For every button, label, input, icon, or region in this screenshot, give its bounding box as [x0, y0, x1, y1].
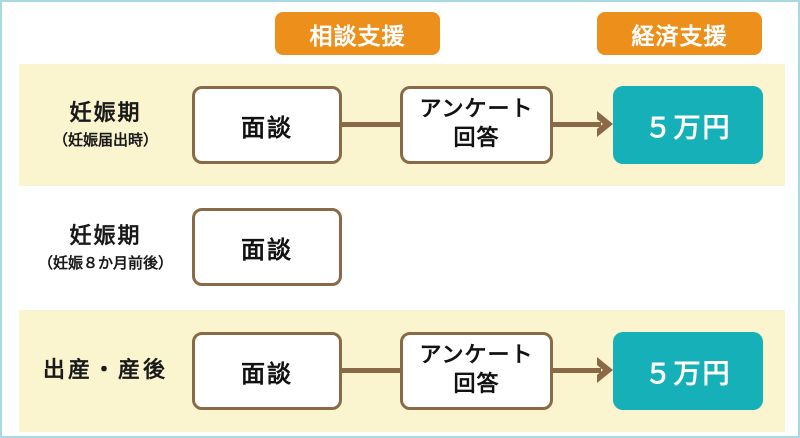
stage-label-row-1: 妊娠期 （妊娠届出時） — [19, 64, 192, 186]
stage-sub-label-row-1: （妊娠届出時） — [52, 131, 158, 150]
node-survey-line1-row-3: アンケート — [419, 343, 534, 369]
stage-main-label-row-1: 妊娠期 — [69, 100, 142, 126]
flow-row-birth-postpartum: 出産・産後 面談 アンケート 回答 ５万円 — [19, 310, 785, 432]
connector-survey-to-money-row-1 — [553, 122, 601, 127]
header-badge-consultation-support: 相談支援 — [275, 12, 440, 55]
stage-label-row-2: 妊娠期 （妊娠８か月前後） — [19, 194, 192, 302]
node-benefit-amount-row-3[interactable]: ５万円 — [613, 332, 763, 410]
flow-row-pregnancy-notification: 妊娠期 （妊娠届出時） 面談 アンケート 回答 ５万円 — [19, 64, 785, 186]
node-interview-row-1[interactable]: 面談 — [192, 86, 342, 164]
node-survey-row-1[interactable]: アンケート 回答 — [400, 86, 553, 164]
node-survey-line1-row-1: アンケート — [419, 97, 534, 123]
header-badge-economic-support: 経済支援 — [597, 12, 762, 55]
flow-row-pregnancy-8months: 妊娠期 （妊娠８か月前後） 面談 — [19, 194, 785, 302]
node-interview-row-3[interactable]: 面談 — [192, 332, 342, 410]
node-interview-row-2[interactable]: 面談 — [192, 208, 342, 286]
arrow-head-icon-row-3 — [594, 355, 616, 385]
node-benefit-amount-row-1[interactable]: ５万円 — [613, 86, 763, 164]
connector-survey-to-money-row-3 — [553, 368, 601, 373]
node-survey-line2-row-1: 回答 — [453, 126, 500, 151]
stage-sub-label-row-2: （妊娠８か月前後） — [37, 254, 173, 273]
connector-interview-to-survey-row-1 — [342, 122, 400, 127]
stage-main-label-row-2: 妊娠期 — [69, 223, 142, 249]
node-survey-row-3[interactable]: アンケート 回答 — [400, 332, 553, 410]
stage-main-label-row-3: 出産・産後 — [42, 358, 168, 384]
arrow-head-icon-row-1 — [594, 109, 616, 139]
node-survey-line2-row-3: 回答 — [453, 372, 500, 397]
stage-label-row-3: 出産・産後 — [19, 310, 192, 432]
connector-interview-to-survey-row-3 — [342, 368, 400, 373]
